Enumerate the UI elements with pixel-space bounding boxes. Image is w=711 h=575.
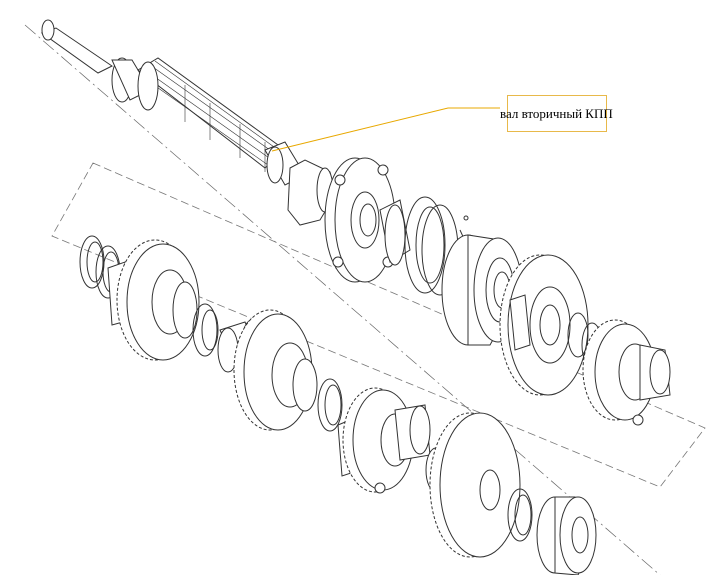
ball-bearing-bottom bbox=[536, 496, 597, 575]
output-shaft bbox=[40, 19, 336, 226]
gear-bottom-large bbox=[429, 412, 521, 558]
sprocket bbox=[324, 157, 396, 283]
washers-left bbox=[192, 303, 219, 357]
thrust-washer-mid bbox=[317, 378, 343, 432]
washer-bottom bbox=[507, 488, 533, 542]
gear-left-1 bbox=[107, 239, 200, 361]
assembly-axis-line bbox=[24, 24, 661, 575]
gear-left-2 bbox=[233, 309, 318, 431]
gear-large-right bbox=[499, 254, 589, 396]
gear-bottom-middle bbox=[337, 387, 431, 494]
callout-leader-line bbox=[271, 107, 500, 152]
gear-far-right bbox=[582, 319, 671, 426]
callout-label-output-shaft: вал вторичный КПП bbox=[500, 106, 613, 121]
spacer-sleeve bbox=[379, 199, 411, 266]
